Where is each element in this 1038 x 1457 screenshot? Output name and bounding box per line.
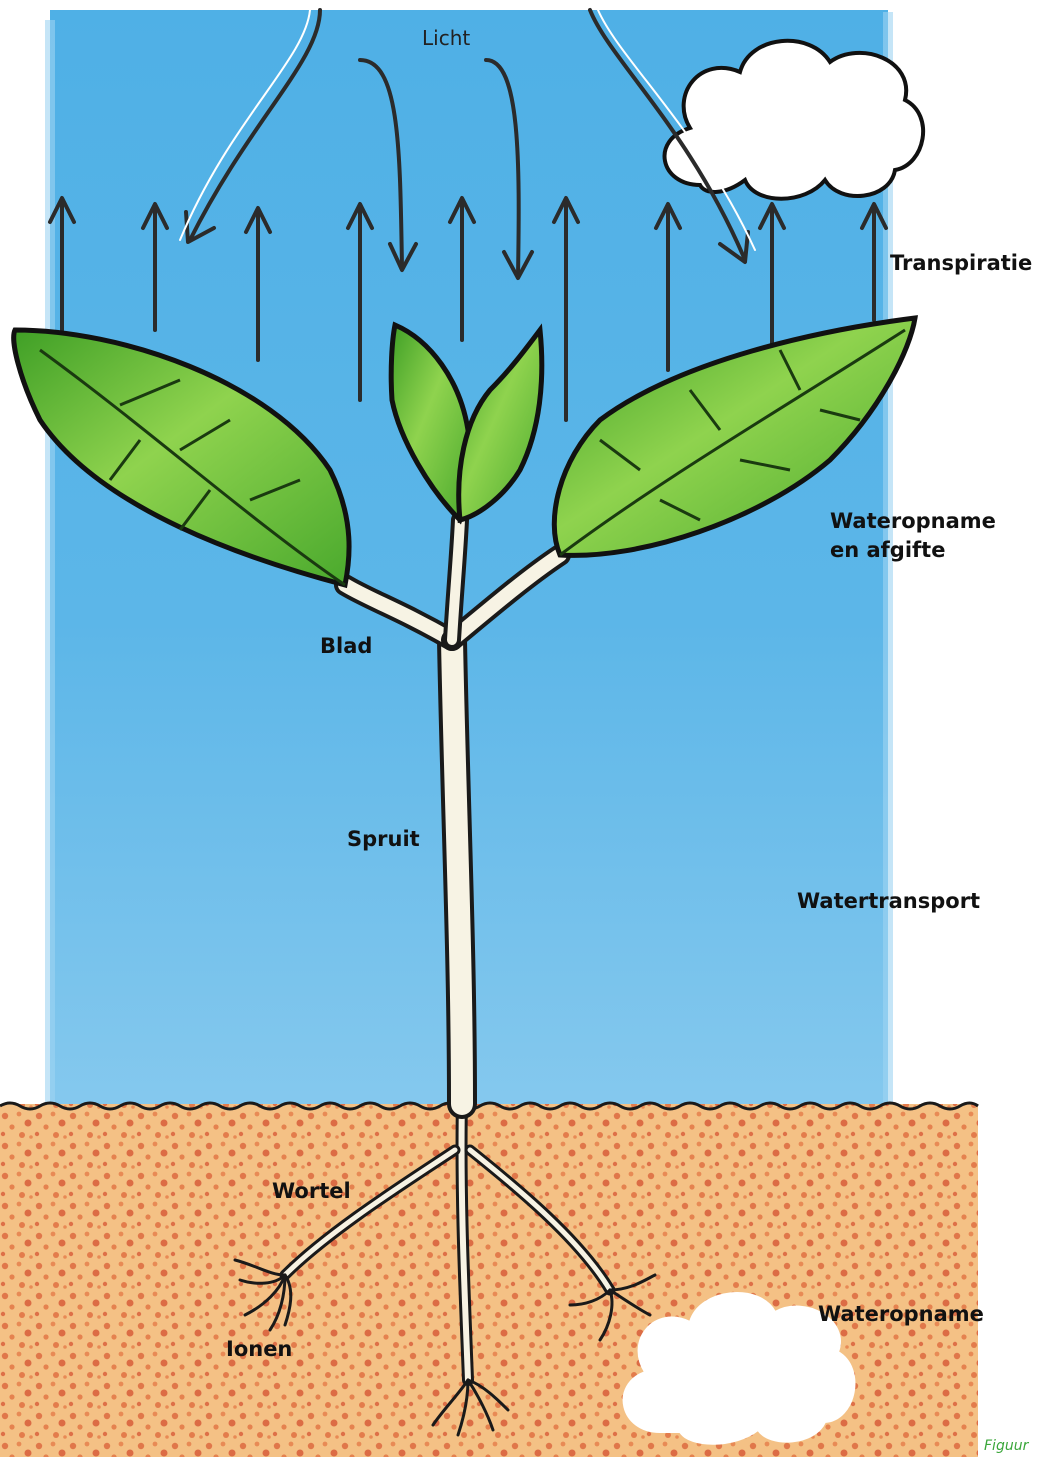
label-water-transport: Watertransport: [797, 888, 980, 914]
label-transpiration: Transpiratie: [890, 250, 1032, 276]
figure-caption: Figuur: [984, 1438, 1028, 1454]
label-water-exchange-line2: en afgifte: [830, 537, 945, 563]
label-water-uptake: Wateropname: [818, 1301, 984, 1327]
label-water-exchange-line1: Wateropname: [830, 508, 996, 534]
label-root: Wortel: [272, 1178, 351, 1204]
label-ions: Ionen: [226, 1336, 292, 1362]
label-leaf: Blad: [320, 633, 372, 659]
label-shoot: Spruit: [347, 826, 420, 852]
label-light: Licht: [422, 26, 470, 51]
